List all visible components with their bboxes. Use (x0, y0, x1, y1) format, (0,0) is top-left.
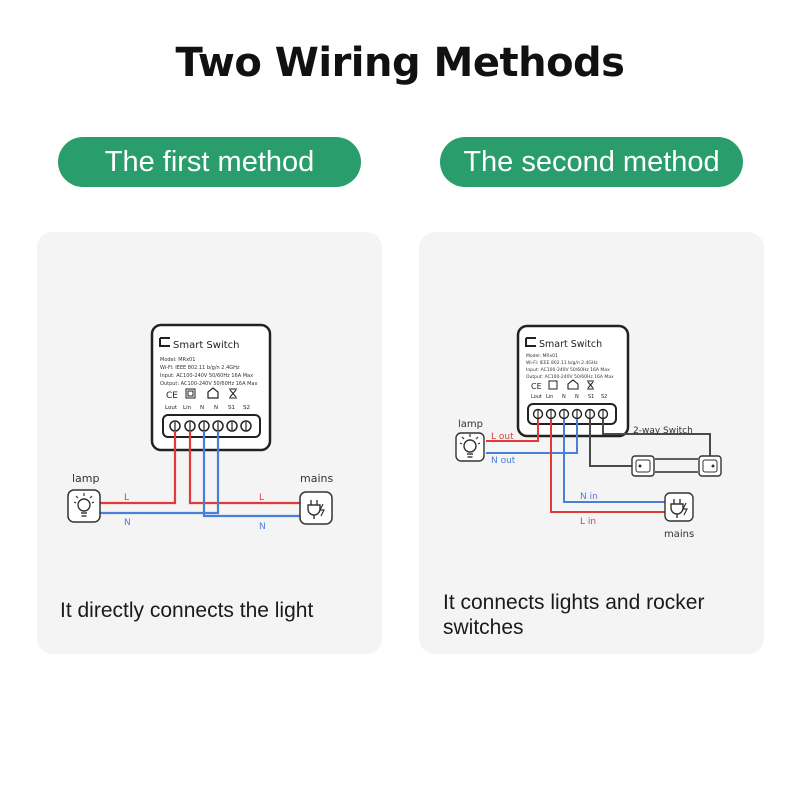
mains-label: mains (664, 529, 694, 540)
wire-label-l-left: L (124, 493, 129, 503)
certification-icons: CE (531, 379, 594, 391)
method-2-caption: It connects lights and rocker switches (443, 591, 705, 639)
method-2-diagram: Smart Switch Model: MRx01 Wi-Fi: IEEE 80… (455, 324, 722, 540)
wire-l-out (486, 419, 539, 442)
wire-label-n-out: N out (491, 456, 516, 466)
terminal-labels: Lout Lin N N S1 S2 (531, 394, 607, 400)
svg-text:N: N (562, 394, 566, 400)
device-wifi: Wi-Fi: IEEE 802.11 b/g/n 2.4GHz (160, 365, 240, 371)
certification-icons: CE (166, 387, 237, 401)
mains-label: mains (300, 472, 333, 485)
lamp-box (455, 432, 485, 462)
wire-n-out (98, 431, 220, 515)
wire-n-out (486, 419, 578, 454)
wire-l-out (98, 431, 177, 505)
wire-s1 (589, 419, 632, 467)
wire-n-in (563, 419, 665, 503)
svg-text:Lin: Lin (183, 405, 192, 411)
two-way-switch-left (631, 455, 655, 477)
device-input: Input: AC100-240V 50/60Hz 16A Max (160, 373, 253, 379)
wire-n-in (202, 431, 300, 518)
device-input: Input: AC100-240V 50/60Hz 16A Max (526, 367, 610, 373)
mains-box (299, 491, 333, 525)
method-1-badge: The first method (58, 137, 361, 187)
wire-label-l-in: L in (580, 517, 596, 527)
svg-text:CE: CE (166, 391, 178, 401)
terminal-labels: Lout Lin N N S1 S2 (165, 405, 250, 411)
device-output: Output: AC100-240V 50/60Hz 16A Max (160, 381, 257, 387)
wire-label-n-right: N (259, 522, 266, 532)
switch-logo-icon (525, 337, 536, 347)
method-1-diagram: Smart Switch Model: MRx01 Wi-Fi: IEEE 80… (67, 323, 333, 532)
svg-text:Lout: Lout (165, 405, 178, 411)
two-way-switch-right (698, 455, 722, 477)
lamp-label: lamp (72, 472, 100, 485)
wire-label-l-out: L out (491, 432, 514, 442)
svg-text:S1: S1 (228, 405, 235, 411)
wire-s2 (602, 419, 711, 458)
device-wifi: Wi-Fi: IEEE 802.11 b/g/n 2.4GHz (526, 360, 598, 366)
svg-text:S2: S2 (601, 394, 607, 400)
wire-l-in (550, 419, 665, 513)
mains-box (664, 492, 694, 522)
wire-l-in (188, 431, 300, 505)
method-1-caption: It directly connects the light (60, 599, 314, 622)
svg-text:Lout: Lout (531, 394, 542, 400)
switch-label: 2-way Switch (633, 426, 693, 436)
svg-text:N: N (214, 405, 218, 411)
device-brand: Smart Switch (173, 340, 240, 351)
svg-text:N: N (575, 394, 579, 400)
method-2-badge: The second method (440, 137, 743, 187)
svg-text:S1: S1 (588, 394, 594, 400)
device-model: Model: MRx01 (160, 357, 195, 363)
device-brand: Smart Switch (539, 339, 602, 350)
wire-label-n-in: N in (580, 492, 598, 502)
lamp-label: lamp (458, 419, 483, 430)
device-model: Model: MRx01 (526, 353, 558, 359)
svg-text:CE: CE (531, 382, 542, 391)
wire-label-n-left: N (124, 518, 131, 528)
page-title: Two Wiring Methods (175, 40, 625, 86)
svg-text:N: N (200, 405, 204, 411)
lamp-box (67, 489, 101, 523)
svg-text:Lin: Lin (546, 394, 553, 400)
wire-label-l-right: L (259, 493, 264, 503)
svg-text:S2: S2 (243, 405, 250, 411)
switch-logo-icon (159, 337, 170, 347)
terminal-block (162, 414, 261, 438)
device-output: Output: AC100-240V 50/60Hz 16A Max (526, 374, 614, 380)
